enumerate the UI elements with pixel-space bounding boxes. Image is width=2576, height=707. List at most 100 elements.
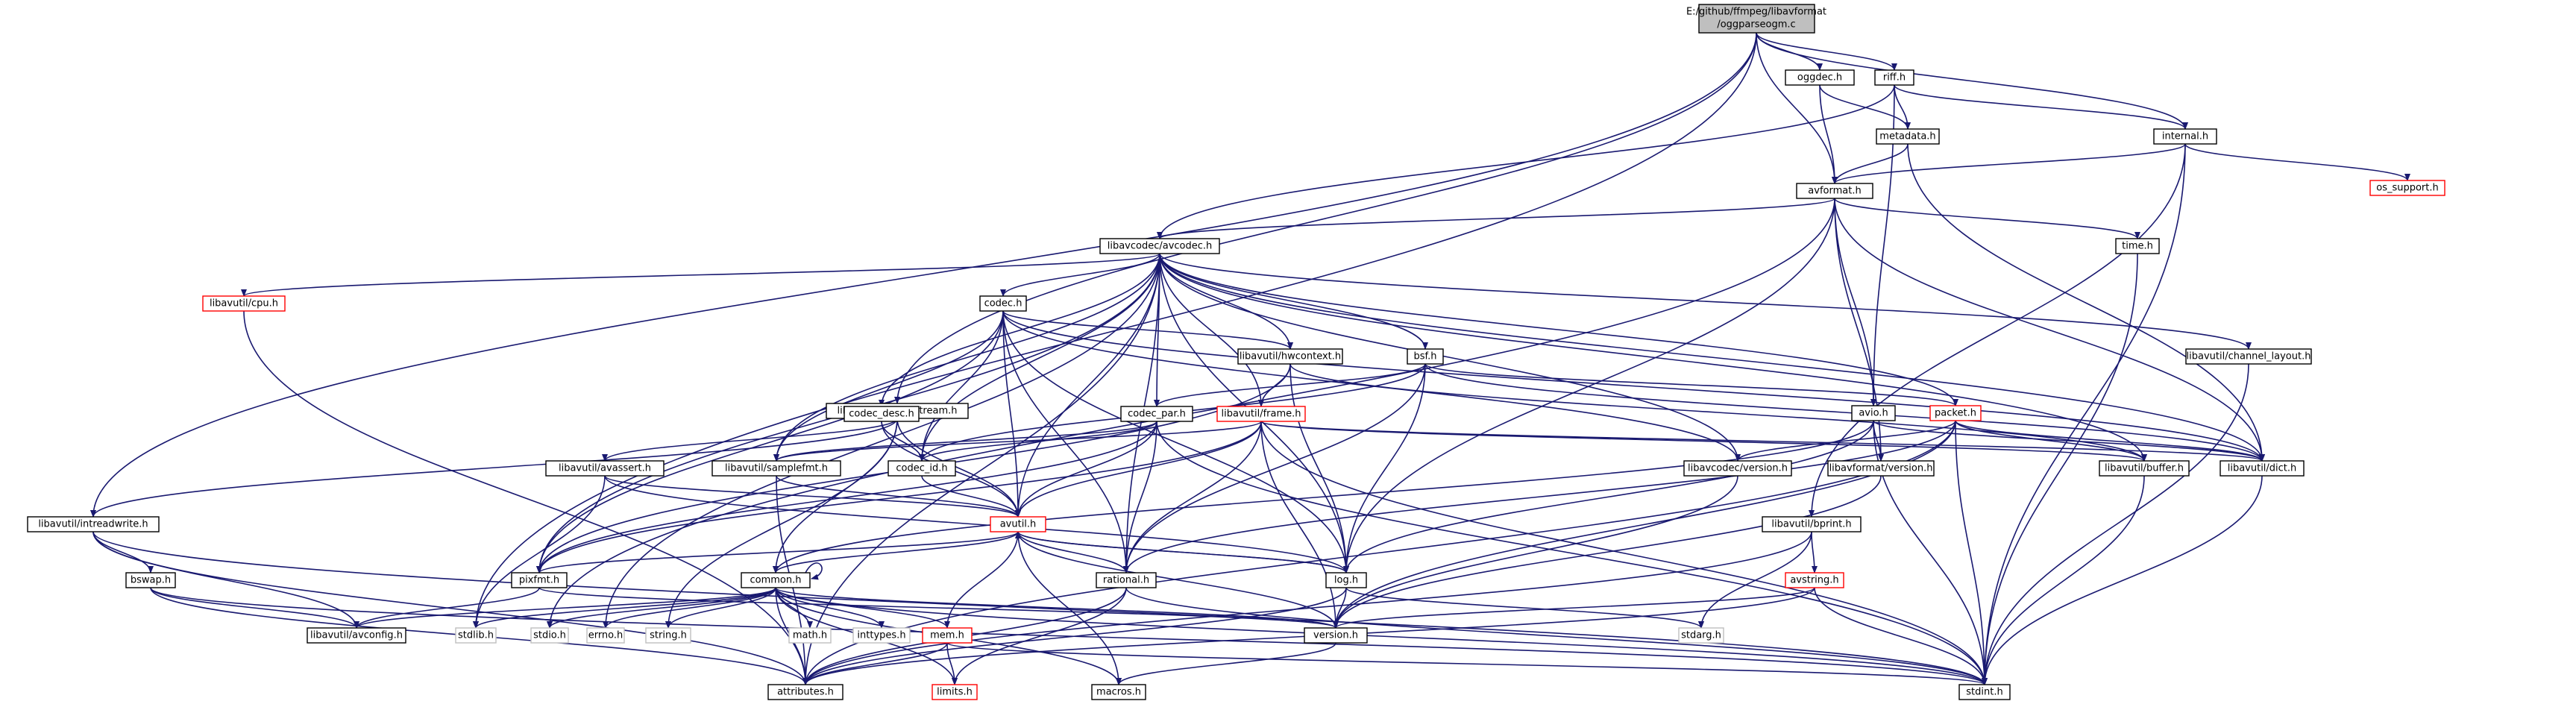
node-errno[interactable]: errno.h (586, 627, 625, 644)
node-label: codec_par.h (1128, 409, 1186, 420)
edge-common-to-common (805, 562, 823, 580)
edge-channel-layout-to-stdint (1982, 363, 2249, 685)
edge-bswap-to-stdint (150, 587, 1988, 685)
edge-avcodec-to-errno (603, 253, 1160, 629)
node-os-support[interactable]: os_support.h (2369, 180, 2445, 196)
node-bprint[interactable]: libavutil/bprint.h (1762, 516, 1862, 532)
edge-avio-to-log (1343, 420, 1874, 574)
node-buffer[interactable]: libavutil/buffer.h (2099, 460, 2190, 477)
node-log[interactable]: log.h (1325, 572, 1367, 588)
node-intreadwrite[interactable]: libavutil/intreadwrite.h (27, 516, 160, 532)
edge-codec-id-to-avutil (921, 475, 1021, 518)
edge-avcodec-to-samplefmt (773, 253, 1160, 462)
node-avstring[interactable]: avstring.h (1785, 572, 1844, 588)
node-label: codec.h (984, 298, 1022, 309)
node-dict[interactable]: libavutil/dict.h (2220, 460, 2305, 477)
node-label: attributes.h (777, 687, 834, 698)
edge-bprint-to-attributes (802, 531, 1812, 685)
edge-root-to-bytestream (894, 32, 1757, 404)
node-metadata[interactable]: metadata.h (1876, 128, 1940, 145)
edge-codec-to-rational (1002, 310, 1129, 574)
edge-avstring-to-version (1333, 587, 1815, 629)
node-cpu[interactable]: libavutil/cpu.h (202, 295, 286, 312)
node-riff[interactable]: riff.h (1874, 69, 1914, 86)
edge-avio-to-common (773, 420, 1874, 574)
node-label: avutil.h (1000, 519, 1037, 530)
node-label: libavutil/avassert.h (559, 463, 651, 474)
edge-avstring-to-stdint (1814, 587, 1988, 685)
node-math[interactable]: math.h (788, 627, 832, 644)
node-macros[interactable]: macros.h (1091, 684, 1146, 700)
node-lavc-version[interactable]: libavcodec/version.h (1683, 460, 1792, 477)
node-internal[interactable]: internal.h (2153, 128, 2217, 145)
edge-bytestream-to-string (665, 418, 898, 629)
node-codec[interactable]: codec.h (979, 295, 1027, 312)
node-label: pixfmt.h (519, 575, 559, 586)
node-version[interactable]: version.h (1304, 627, 1368, 644)
node-oggdec[interactable]: oggdec.h (1785, 69, 1855, 86)
node-avconfig[interactable]: libavutil/avconfig.h (307, 627, 406, 644)
node-string[interactable]: string.h (645, 627, 691, 644)
node-stdint[interactable]: stdint.h (1958, 684, 2011, 700)
node-label: errno.h (588, 630, 623, 641)
node-label: metadata.h (1879, 131, 1935, 142)
node-mem[interactable]: mem.h (922, 627, 973, 644)
edge-avcodec-to-frame (1159, 253, 1264, 407)
edge-root-to-intreadwrite (90, 32, 1757, 518)
node-root-file[interactable]: E:/github/ffmpeg/libavformat /oggparseog… (1686, 4, 1826, 34)
node-channel-layout[interactable]: libavutil/channel_layout.h (2185, 348, 2312, 365)
edge-avutil-to-rational (1017, 531, 1129, 574)
edge-root-to-riff (1756, 32, 1897, 71)
node-bswap[interactable]: bswap.h (125, 572, 176, 588)
node-common[interactable]: common.h (741, 572, 811, 588)
edge-pixfmt-to-version (538, 587, 1339, 629)
node-samplefmt[interactable]: libavutil/samplefmt.h (711, 460, 841, 477)
node-codec-id[interactable]: codec_id.h (888, 460, 956, 477)
node-avformat[interactable]: avformat.h (1796, 183, 1873, 199)
node-avassert[interactable]: libavutil/avassert.h (545, 460, 665, 477)
node-avcodec[interactable]: libavcodec/avcodec.h (1099, 238, 1220, 254)
edge-root-to-internal (1756, 32, 2188, 130)
edge-avformat-to-time (1834, 198, 2140, 239)
node-packet[interactable]: packet.h (1929, 405, 1982, 421)
node-inttypes[interactable]: inttypes.h (852, 627, 911, 644)
edge-common-to-string (665, 587, 776, 629)
edge-codec-to-pixfmt (536, 310, 1004, 574)
node-label: libavutil/bprint.h (1771, 519, 1851, 530)
node-label: time.h (2122, 241, 2153, 252)
edge-common-to-stdlib (473, 587, 776, 629)
node-hwcontext[interactable]: libavutil/hwcontext.h (1237, 348, 1343, 365)
edge-avcodec-to-codec-desc (879, 253, 1160, 407)
node-rational[interactable]: rational.h (1096, 572, 1157, 588)
edge-internal-to-stdint (1982, 143, 2186, 685)
edge-bytestream-to-intreadwrite (90, 418, 898, 518)
node-avutil[interactable]: avutil.h (990, 516, 1046, 532)
node-codec-par[interactable]: codec_par.h (1120, 406, 1193, 422)
node-label: os_support.h (2376, 183, 2439, 194)
node-label: internal.h (2162, 131, 2208, 142)
node-time[interactable]: time.h (2115, 238, 2160, 254)
node-label: oggdec.h (1797, 72, 1842, 84)
node-label: stdlib.h (458, 630, 494, 641)
node-limits[interactable]: limits.h (932, 684, 978, 700)
node-label: riff.h (1883, 72, 1906, 84)
node-label: math.h (793, 630, 827, 641)
node-bsf[interactable]: bsf.h (1407, 348, 1444, 365)
edge-hwcontext-to-buffer (1289, 363, 2147, 462)
node-stdio[interactable]: stdio.h (530, 627, 569, 644)
node-lavf-version[interactable]: libavformat/version.h (1827, 460, 1935, 477)
edge-avcodec-to-bsf (1159, 253, 1428, 350)
node-codec-desc[interactable]: codec_desc.h (844, 406, 920, 422)
edge-codec-par-to-pixfmt (536, 421, 1157, 574)
edge-avutil-to-common (773, 531, 1019, 574)
node-stdarg[interactable]: stdarg.h (1678, 627, 1724, 644)
edge-time-to-stdint (1982, 253, 2138, 685)
node-pixfmt[interactable]: pixfmt.h (511, 572, 568, 588)
edge-common-to-errno (603, 587, 776, 629)
edge-packet-to-attributes (802, 420, 1956, 685)
node-frame[interactable]: libavutil/frame.h (1216, 406, 1306, 422)
node-attributes[interactable]: attributes.h (767, 684, 844, 700)
node-avio[interactable]: avio.h (1851, 405, 1896, 421)
node-stdlib[interactable]: stdlib.h (455, 627, 497, 644)
